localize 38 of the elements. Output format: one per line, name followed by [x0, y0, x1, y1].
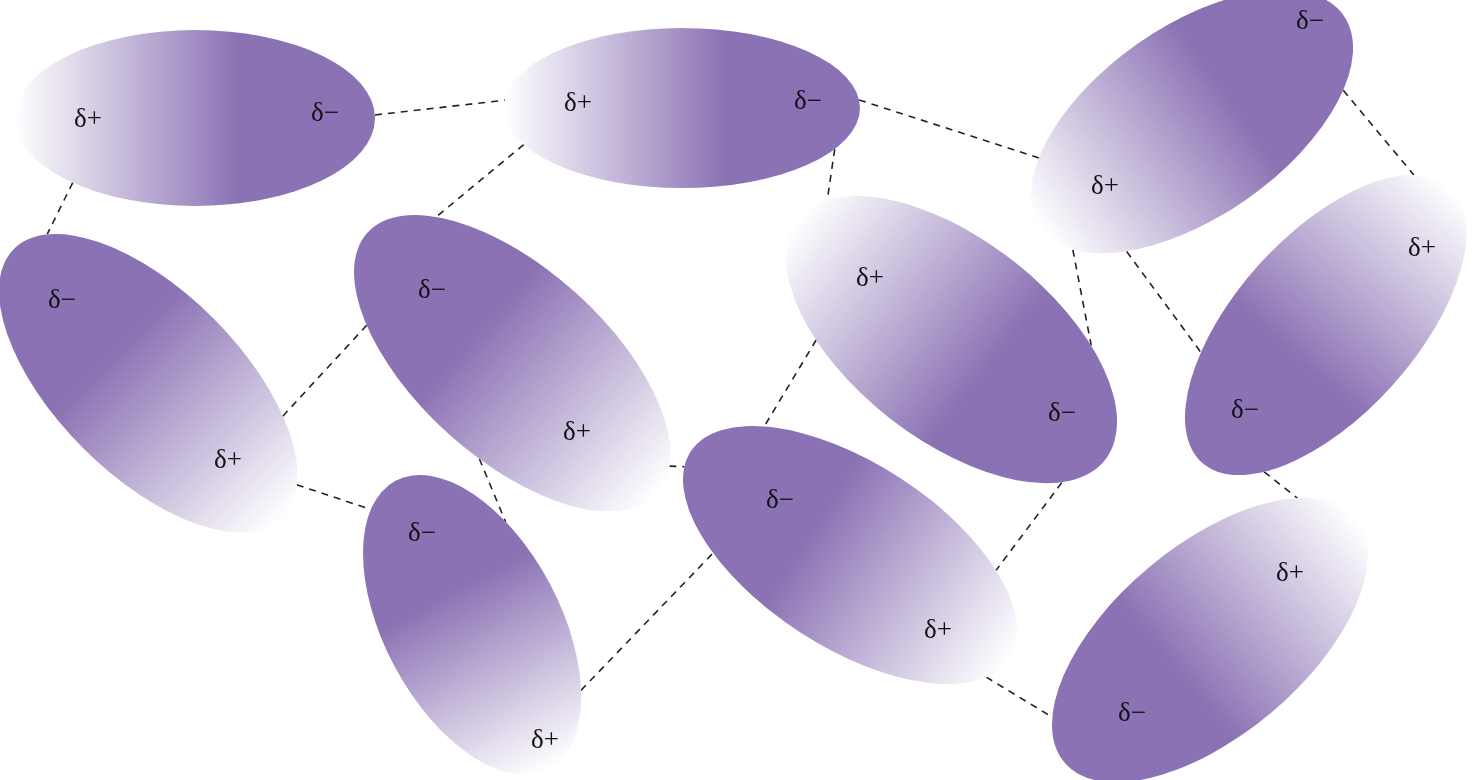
- partial-charge-label: δ−: [1231, 396, 1259, 424]
- dashed-line: [478, 457, 507, 523]
- partial-charge-label: δ−: [418, 276, 446, 304]
- dashed-line: [858, 99, 1040, 159]
- dashed-line: [995, 481, 1063, 572]
- dashed-line: [1342, 89, 1415, 176]
- dashed-line: [580, 552, 714, 692]
- partial-charge-label: δ+: [1408, 234, 1436, 262]
- partial-charge-label: δ−: [1118, 699, 1146, 727]
- partial-charge-label: δ+: [214, 446, 242, 474]
- partial-charge-label: δ−: [794, 86, 822, 114]
- dashed-line: [46, 181, 74, 235]
- partial-charge-label: δ+: [924, 616, 952, 644]
- partial-charge-label: δ+: [856, 264, 884, 292]
- dashed-line: [1263, 471, 1299, 499]
- partial-charge-label: δ+: [74, 104, 102, 132]
- dashed-line: [1125, 250, 1202, 354]
- partial-charge-label: δ−: [311, 98, 339, 126]
- dipole-ellipse: [1185, 174, 1467, 476]
- dashed-line: [1072, 249, 1092, 347]
- dashed-line: [281, 324, 368, 418]
- dipole-ellipse: [786, 196, 1118, 484]
- partial-charge-label: δ+: [564, 88, 592, 116]
- partial-charge-label: δ−: [408, 519, 436, 547]
- partial-charge-label: δ−: [1296, 6, 1324, 34]
- partial-charge-label: δ−: [48, 286, 76, 314]
- partial-charge-label: δ+: [1091, 171, 1119, 199]
- partial-charge-label: δ−: [1048, 399, 1076, 427]
- partial-charge-label: δ+: [531, 726, 559, 754]
- partial-charge-label: δ+: [563, 418, 591, 446]
- dipole-ellipse: [682, 425, 1018, 685]
- dashed-line: [668, 465, 686, 468]
- dipole-ellipse: [353, 214, 671, 512]
- dipole-ellipse: [362, 475, 582, 775]
- partial-charge-label: δ−: [766, 486, 794, 514]
- partial-charge-label: δ+: [1276, 559, 1304, 587]
- dipole-ellipse: [504, 28, 860, 188]
- dashed-line: [435, 143, 525, 218]
